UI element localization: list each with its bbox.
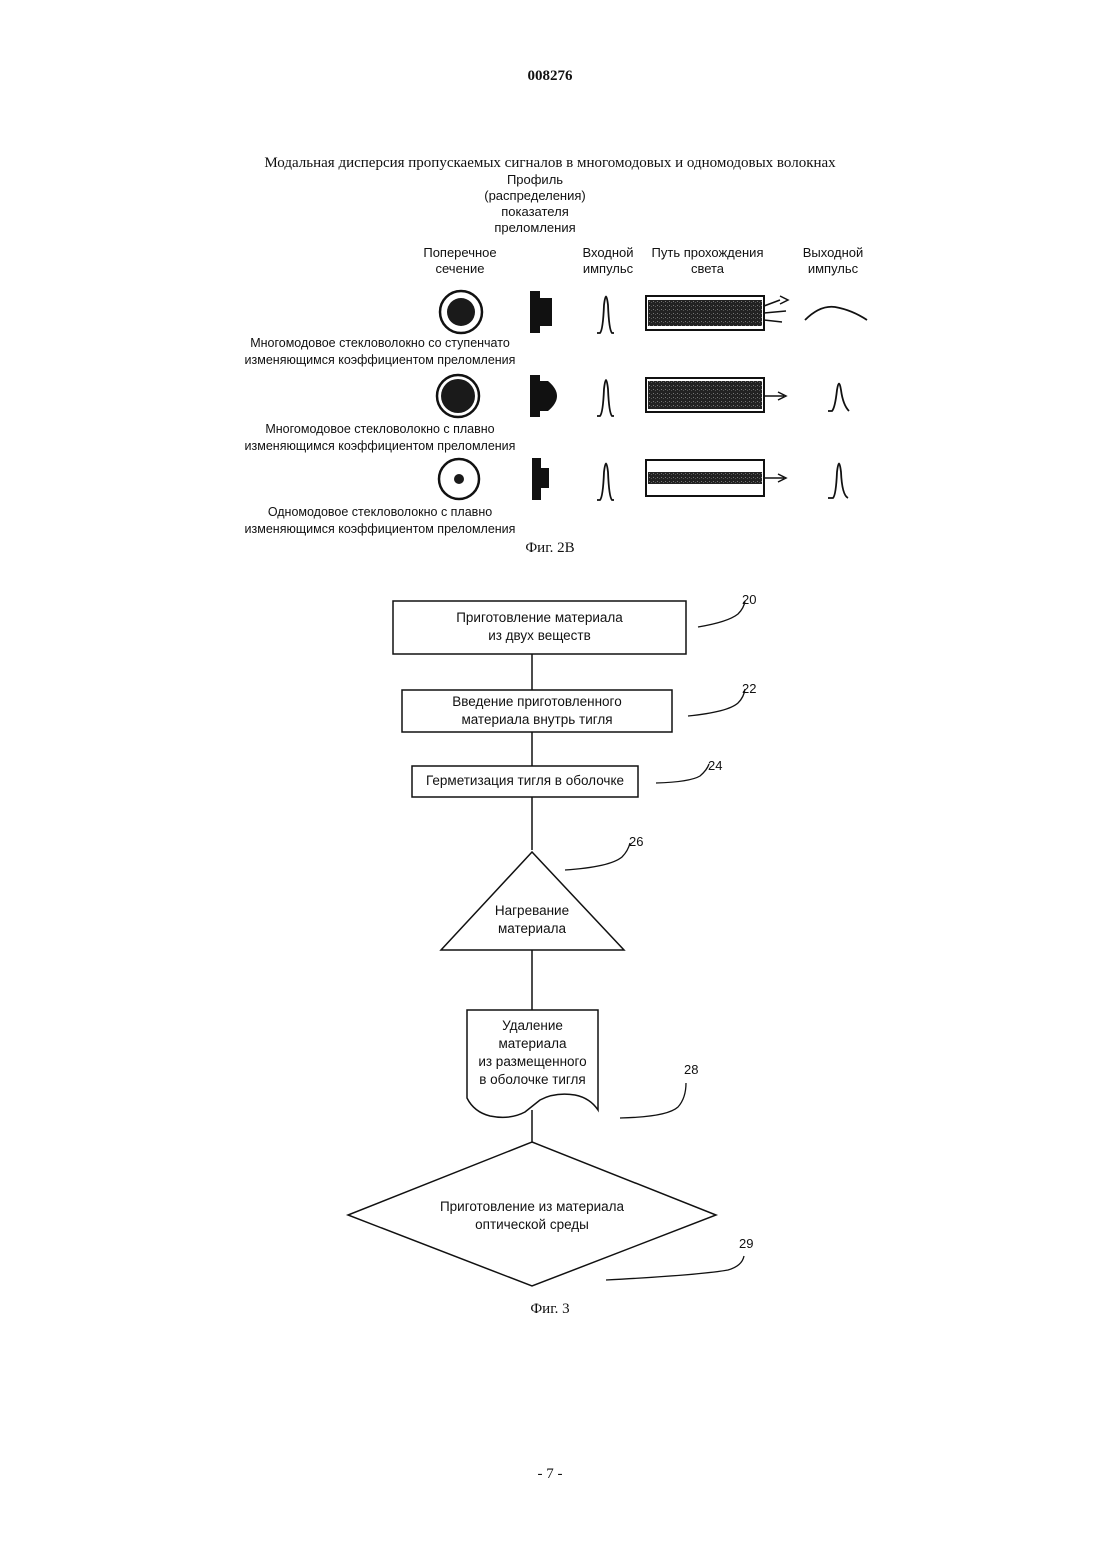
fiber-cross-section-icon bbox=[437, 375, 479, 417]
step-29-text: Приготовление из материала оптической ср… bbox=[412, 1198, 652, 1234]
single-mode-profile-icon bbox=[532, 458, 549, 500]
ref-number-22: 22 bbox=[742, 681, 756, 696]
output-pulse-icon bbox=[828, 384, 849, 412]
ref-number-26: 26 bbox=[629, 834, 643, 849]
fiber-cross-section-icon bbox=[440, 291, 482, 333]
leader-line-26 bbox=[565, 843, 630, 870]
ref-number-29: 29 bbox=[739, 1236, 753, 1251]
input-pulse-icon bbox=[597, 464, 614, 501]
leader-line-29 bbox=[606, 1256, 744, 1280]
step-text-line: Герметизация тигля в оболочке bbox=[412, 772, 638, 790]
ref-number-24: 24 bbox=[708, 758, 722, 773]
step-24-text: Герметизация тигля в оболочке bbox=[412, 772, 638, 790]
leader-line-20 bbox=[698, 601, 745, 627]
input-pulse-icon bbox=[597, 297, 614, 334]
figure-3-flowchart bbox=[0, 580, 1100, 1300]
step-text-line: из двух веществ bbox=[393, 627, 686, 645]
graded-index-profile-icon bbox=[530, 375, 557, 417]
output-pulse-icon bbox=[828, 464, 848, 499]
figure-3-caption: Фиг. 3 bbox=[0, 1301, 1100, 1318]
step-20-text: Приготовление материала из двух веществ bbox=[393, 609, 686, 645]
step-text-line: Нагревание bbox=[462, 902, 602, 920]
ref-number-28: 28 bbox=[684, 1062, 698, 1077]
step-text-line: Приготовление из материала bbox=[412, 1198, 652, 1216]
step-28-text: Удаление материала из размещенного в обо… bbox=[467, 1017, 598, 1089]
step-text-line: оптической среды bbox=[412, 1216, 652, 1234]
input-pulse-icon bbox=[597, 380, 614, 416]
light-path-icon bbox=[646, 296, 788, 330]
leader-line-22 bbox=[688, 689, 745, 716]
ref-number-20: 20 bbox=[742, 592, 756, 607]
leader-line-24 bbox=[656, 764, 709, 783]
page-number: - 7 - bbox=[0, 1466, 1100, 1483]
step-index-profile-icon bbox=[530, 291, 552, 333]
step-text-line: Приготовление материала bbox=[393, 609, 686, 627]
step-22-text: Введение приготовленного материала внутр… bbox=[402, 693, 672, 729]
step-text-line: материала bbox=[462, 920, 602, 938]
step-text-line: материала внутрь тигля bbox=[402, 711, 672, 729]
step-text-line: в оболочке тигля bbox=[467, 1071, 598, 1089]
step-text-line: Удаление bbox=[467, 1017, 598, 1035]
figure-2b-drawing bbox=[0, 0, 1100, 560]
step-26-text: Нагревание материала bbox=[462, 902, 602, 938]
fiber-cross-section-icon bbox=[439, 459, 479, 499]
light-path-icon bbox=[646, 460, 786, 496]
step-text-line: Введение приготовленного bbox=[402, 693, 672, 711]
output-pulse-icon bbox=[805, 307, 867, 320]
leader-line-28 bbox=[620, 1083, 686, 1118]
step-text-line: из размещенного bbox=[467, 1053, 598, 1071]
light-path-icon bbox=[646, 378, 786, 412]
step-text-line: материала bbox=[467, 1035, 598, 1053]
figure-2b-caption: Фиг. 2В bbox=[0, 540, 1100, 557]
